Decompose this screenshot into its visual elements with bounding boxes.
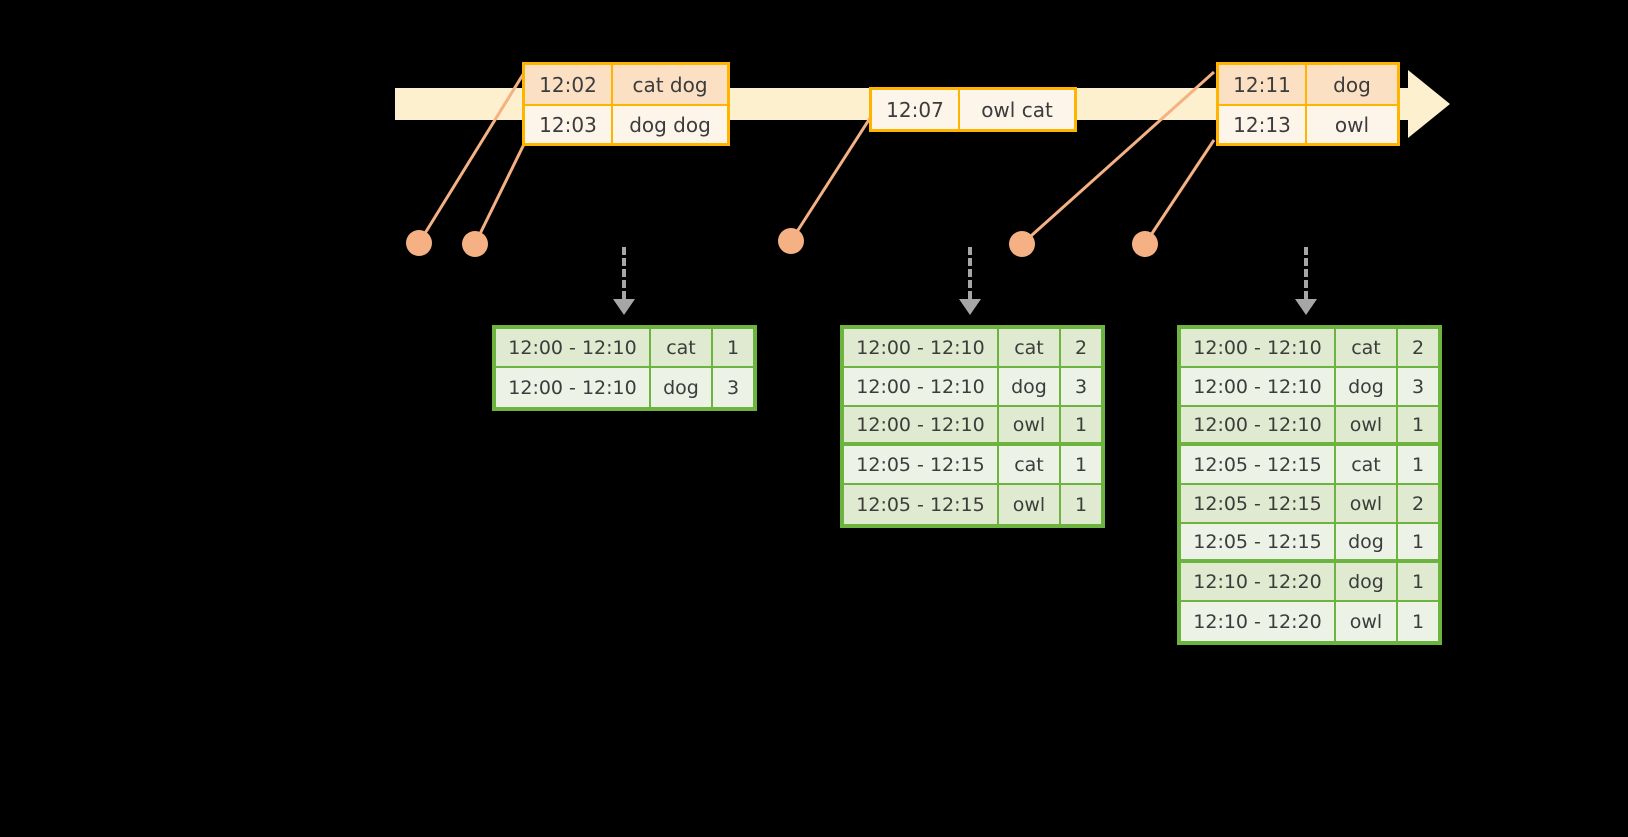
cell-window: 12:00 - 12:10 (496, 368, 651, 407)
cell-window: 12:05 - 12:15 (1181, 524, 1336, 559)
cell-window: 12:05 - 12:15 (1181, 446, 1336, 483)
cell-count: 2 (1061, 329, 1101, 366)
cell-count: 1 (1398, 602, 1438, 641)
event-time: 12:03 (525, 106, 613, 143)
cell-key: cat (1336, 446, 1398, 483)
cell-key: owl (1336, 602, 1398, 641)
cell-count: 1 (1061, 485, 1101, 524)
cell-window: 12:05 - 12:15 (844, 446, 999, 483)
connector-2 (473, 137, 529, 245)
cell-key: cat (1336, 329, 1398, 366)
connector-3-dot[interactable] (778, 228, 804, 254)
cell-window: 12:00 - 12:10 (844, 368, 999, 405)
timeline-arrowhead-icon (1408, 70, 1450, 138)
cell-window: 12:00 - 12:10 (844, 407, 999, 442)
cell-key: dog (999, 368, 1061, 405)
cell-window: 12:00 - 12:10 (844, 329, 999, 366)
cell-count: 1 (1398, 563, 1438, 600)
arrow-head-icon (959, 299, 981, 315)
cell-count: 2 (1398, 485, 1438, 522)
arrow-head-icon (613, 299, 635, 315)
cell-window: 12:05 - 12:15 (1181, 485, 1336, 522)
cell-key: owl (1336, 485, 1398, 522)
connector-5 (1143, 139, 1216, 245)
cell-count: 1 (1061, 407, 1101, 442)
arrow-shaft (1304, 247, 1308, 299)
cell-key: dog (1336, 368, 1398, 405)
cell-window: 12:10 - 12:20 (1181, 563, 1336, 600)
cell-count: 1 (1398, 524, 1438, 559)
cell-key: dog (651, 368, 713, 407)
cell-window: 12:00 - 12:10 (496, 329, 651, 366)
cell-window: 12:00 - 12:10 (1181, 368, 1336, 405)
event-words: owl (1307, 106, 1397, 143)
arrow-shaft (968, 247, 972, 299)
cell-key: cat (999, 446, 1061, 483)
cell-key: owl (999, 407, 1061, 442)
cell-count: 1 (1398, 446, 1438, 483)
event-words: dog dog (613, 106, 727, 143)
cell-count: 1 (1061, 446, 1101, 483)
connector-4-dot[interactable] (1009, 231, 1035, 257)
event-words: dog (1307, 65, 1397, 104)
connector-2-dot[interactable] (462, 231, 488, 257)
cell-window: 12:00 - 12:10 (1181, 407, 1336, 442)
event-words: owl cat (960, 90, 1074, 129)
event-time: 12:02 (525, 65, 613, 104)
cell-count: 3 (1398, 368, 1438, 405)
cell-key: owl (999, 485, 1061, 524)
arrow-head-icon (1295, 299, 1317, 315)
event-time: 12:07 (872, 90, 960, 129)
cell-key: dog (1336, 524, 1398, 559)
cell-key: cat (999, 329, 1061, 366)
cell-key: dog (1336, 563, 1398, 600)
cell-window: 12:10 - 12:20 (1181, 602, 1336, 641)
cell-count: 3 (1061, 368, 1101, 405)
cell-key: owl (1336, 407, 1398, 442)
arrow-shaft (622, 247, 626, 299)
cell-count: 1 (1398, 407, 1438, 442)
connector-1-dot[interactable] (406, 230, 432, 256)
connector-3 (789, 114, 874, 242)
event-time: 12:13 (1219, 106, 1307, 143)
cell-count: 2 (1398, 329, 1438, 366)
cell-key: cat (651, 329, 713, 366)
cell-window: 12:05 - 12:15 (844, 485, 999, 524)
cell-count: 1 (713, 329, 753, 366)
cell-window: 12:00 - 12:10 (1181, 329, 1336, 366)
event-time: 12:11 (1219, 65, 1307, 104)
event-words: cat dog (613, 65, 727, 104)
cell-count: 3 (713, 368, 753, 407)
connector-5-dot[interactable] (1132, 231, 1158, 257)
